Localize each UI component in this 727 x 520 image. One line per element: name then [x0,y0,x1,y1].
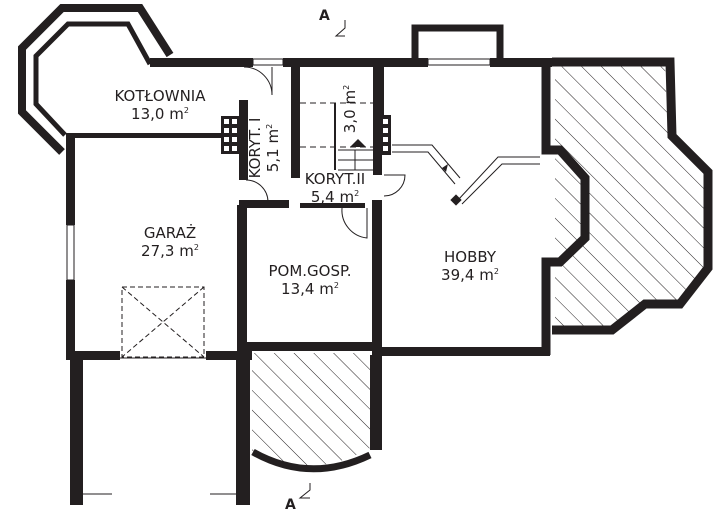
pier [370,355,382,450]
wall [206,351,252,360]
ventilation-grille [221,116,241,154]
wall [237,342,382,351]
wall [66,133,224,138]
room-name: HOBBY [443,248,496,266]
room-name: GARAŻ [143,224,197,242]
wall [150,58,253,67]
unit: m [341,89,359,105]
pier [236,360,250,505]
room-area: 27,3 [141,242,175,260]
room-area: 13,4 [281,280,315,298]
garage-door-pit [121,286,205,358]
wall [291,65,300,178]
door-hobby [383,174,406,197]
hobby-bay-wall [541,62,590,355]
room-hobby: HOBBY 39,4 m2 [420,248,520,284]
unit: m [339,188,355,206]
unit-exponent: 2 [265,123,274,129]
unit-exponent: 2 [342,84,351,90]
door-pom-gosp [341,207,368,239]
wall [239,200,289,208]
room-kotlownia: KOTŁOWNIA 13,0 m2 [95,87,225,123]
terrace-right-hatched [555,62,705,327]
room-stairs: 3,0 m2 [341,79,359,139]
wall [66,280,75,360]
room-pom-gosp: POM.GOSP. 13,4 m2 [250,262,370,298]
bay-bottom-hatched [252,353,370,467]
hobby-partition [392,144,461,179]
unit-exponent: 2 [193,243,199,252]
window-top-hobby [427,58,491,66]
unit: m [179,242,194,260]
wall [375,65,384,115]
wall [66,135,75,225]
unit-exponent: 2 [354,189,360,198]
unit: m [479,266,494,284]
arrow-icon [442,164,448,172]
window-top [252,58,284,66]
wall [237,205,247,353]
door-garage [245,179,269,203]
unit-exponent: 2 [183,106,189,115]
room-area: 3,0 [341,109,359,134]
unit: m [169,105,184,123]
post [450,194,462,206]
boiler-room-bay-wall-inner [33,21,153,137]
room-area: 39,4 [441,266,475,284]
window-garage [66,224,75,281]
unit: m [319,280,334,298]
room-koryt-1: KORYT. I 5,1 m2 [246,103,282,193]
terrace-right-wall [552,57,713,335]
unit-exponent: 2 [493,267,499,276]
stairs-arrow-icon [350,139,366,147]
room-garaz: GARAŻ 27,3 m2 [120,224,220,260]
room-area: 13,0 [131,105,165,123]
wall [239,100,248,180]
pier [70,360,83,505]
room-name: POM.GOSP. [268,262,352,280]
wall [300,203,365,208]
door-boiler [243,66,273,96]
room-name: KORYT.II [304,170,366,188]
wall [373,65,382,175]
room-koryt-2: KORYT.II 5,4 m2 [290,170,380,206]
unit-exponent: 2 [333,281,339,290]
room-area: 5,4 [310,188,335,206]
bay-bottom-wall [251,448,372,473]
room-name: KOTŁOWNIA [114,87,206,105]
wall [283,58,428,67]
wall [66,351,120,360]
chimney-bump [411,24,504,58]
ventilation-grille [380,115,391,155]
room-area: 5,1 [264,148,282,173]
room-name: KORYT. I [246,117,264,179]
section-line-bottom [298,483,311,499]
unit: m [264,128,282,144]
wall [372,200,382,355]
wall [375,347,550,356]
section-line-top [334,20,346,37]
section-marker-top: A [319,8,330,24]
boiler-room-bay-wall-outer [18,4,174,155]
stairs [338,149,373,171]
section-marker-bottom: A [285,497,296,513]
wall [490,58,552,67]
